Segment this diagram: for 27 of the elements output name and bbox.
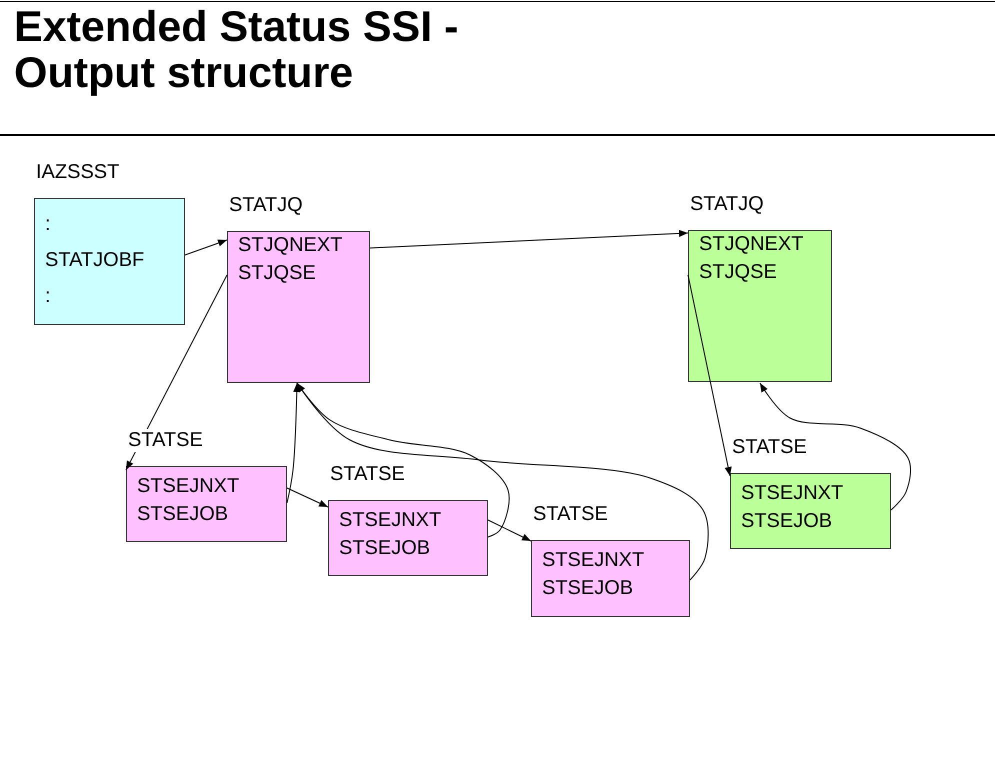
block-name: STATJQ	[229, 194, 303, 217]
field-name: STSEJOB	[137, 503, 228, 526]
field-name: STJQSE	[699, 261, 777, 284]
field-name: STSEJOB	[339, 537, 430, 560]
arrow	[296, 382, 709, 580]
field-name: STJQNEXT	[238, 234, 342, 257]
field-name: :	[45, 285, 51, 308]
arrow	[126, 274, 228, 470]
block-name: STATJQ	[690, 193, 764, 216]
arrow	[286, 382, 300, 504]
arrow	[488, 520, 532, 542]
arrow	[370, 230, 688, 248]
field-name: STJQNEXT	[699, 233, 804, 256]
block-name: STATSE	[128, 429, 203, 452]
field-name: :	[45, 213, 51, 236]
field-name: STSEJNXT	[339, 509, 442, 532]
arrow	[760, 382, 912, 510]
arrow	[184, 240, 228, 256]
field-name: STSEJNXT	[741, 482, 844, 505]
slide-title: Extended Status SSI - Output structure	[14, 4, 460, 96]
field-name: STJQSE	[238, 262, 316, 285]
field-name: STSEJNXT	[137, 475, 240, 498]
field-name: STATJOBF	[45, 249, 144, 272]
field-name: STSEJOB	[741, 510, 832, 533]
field-name: STSEJOB	[542, 577, 634, 600]
field-name: STSEJNXT	[542, 549, 644, 572]
arrow	[286, 488, 328, 508]
